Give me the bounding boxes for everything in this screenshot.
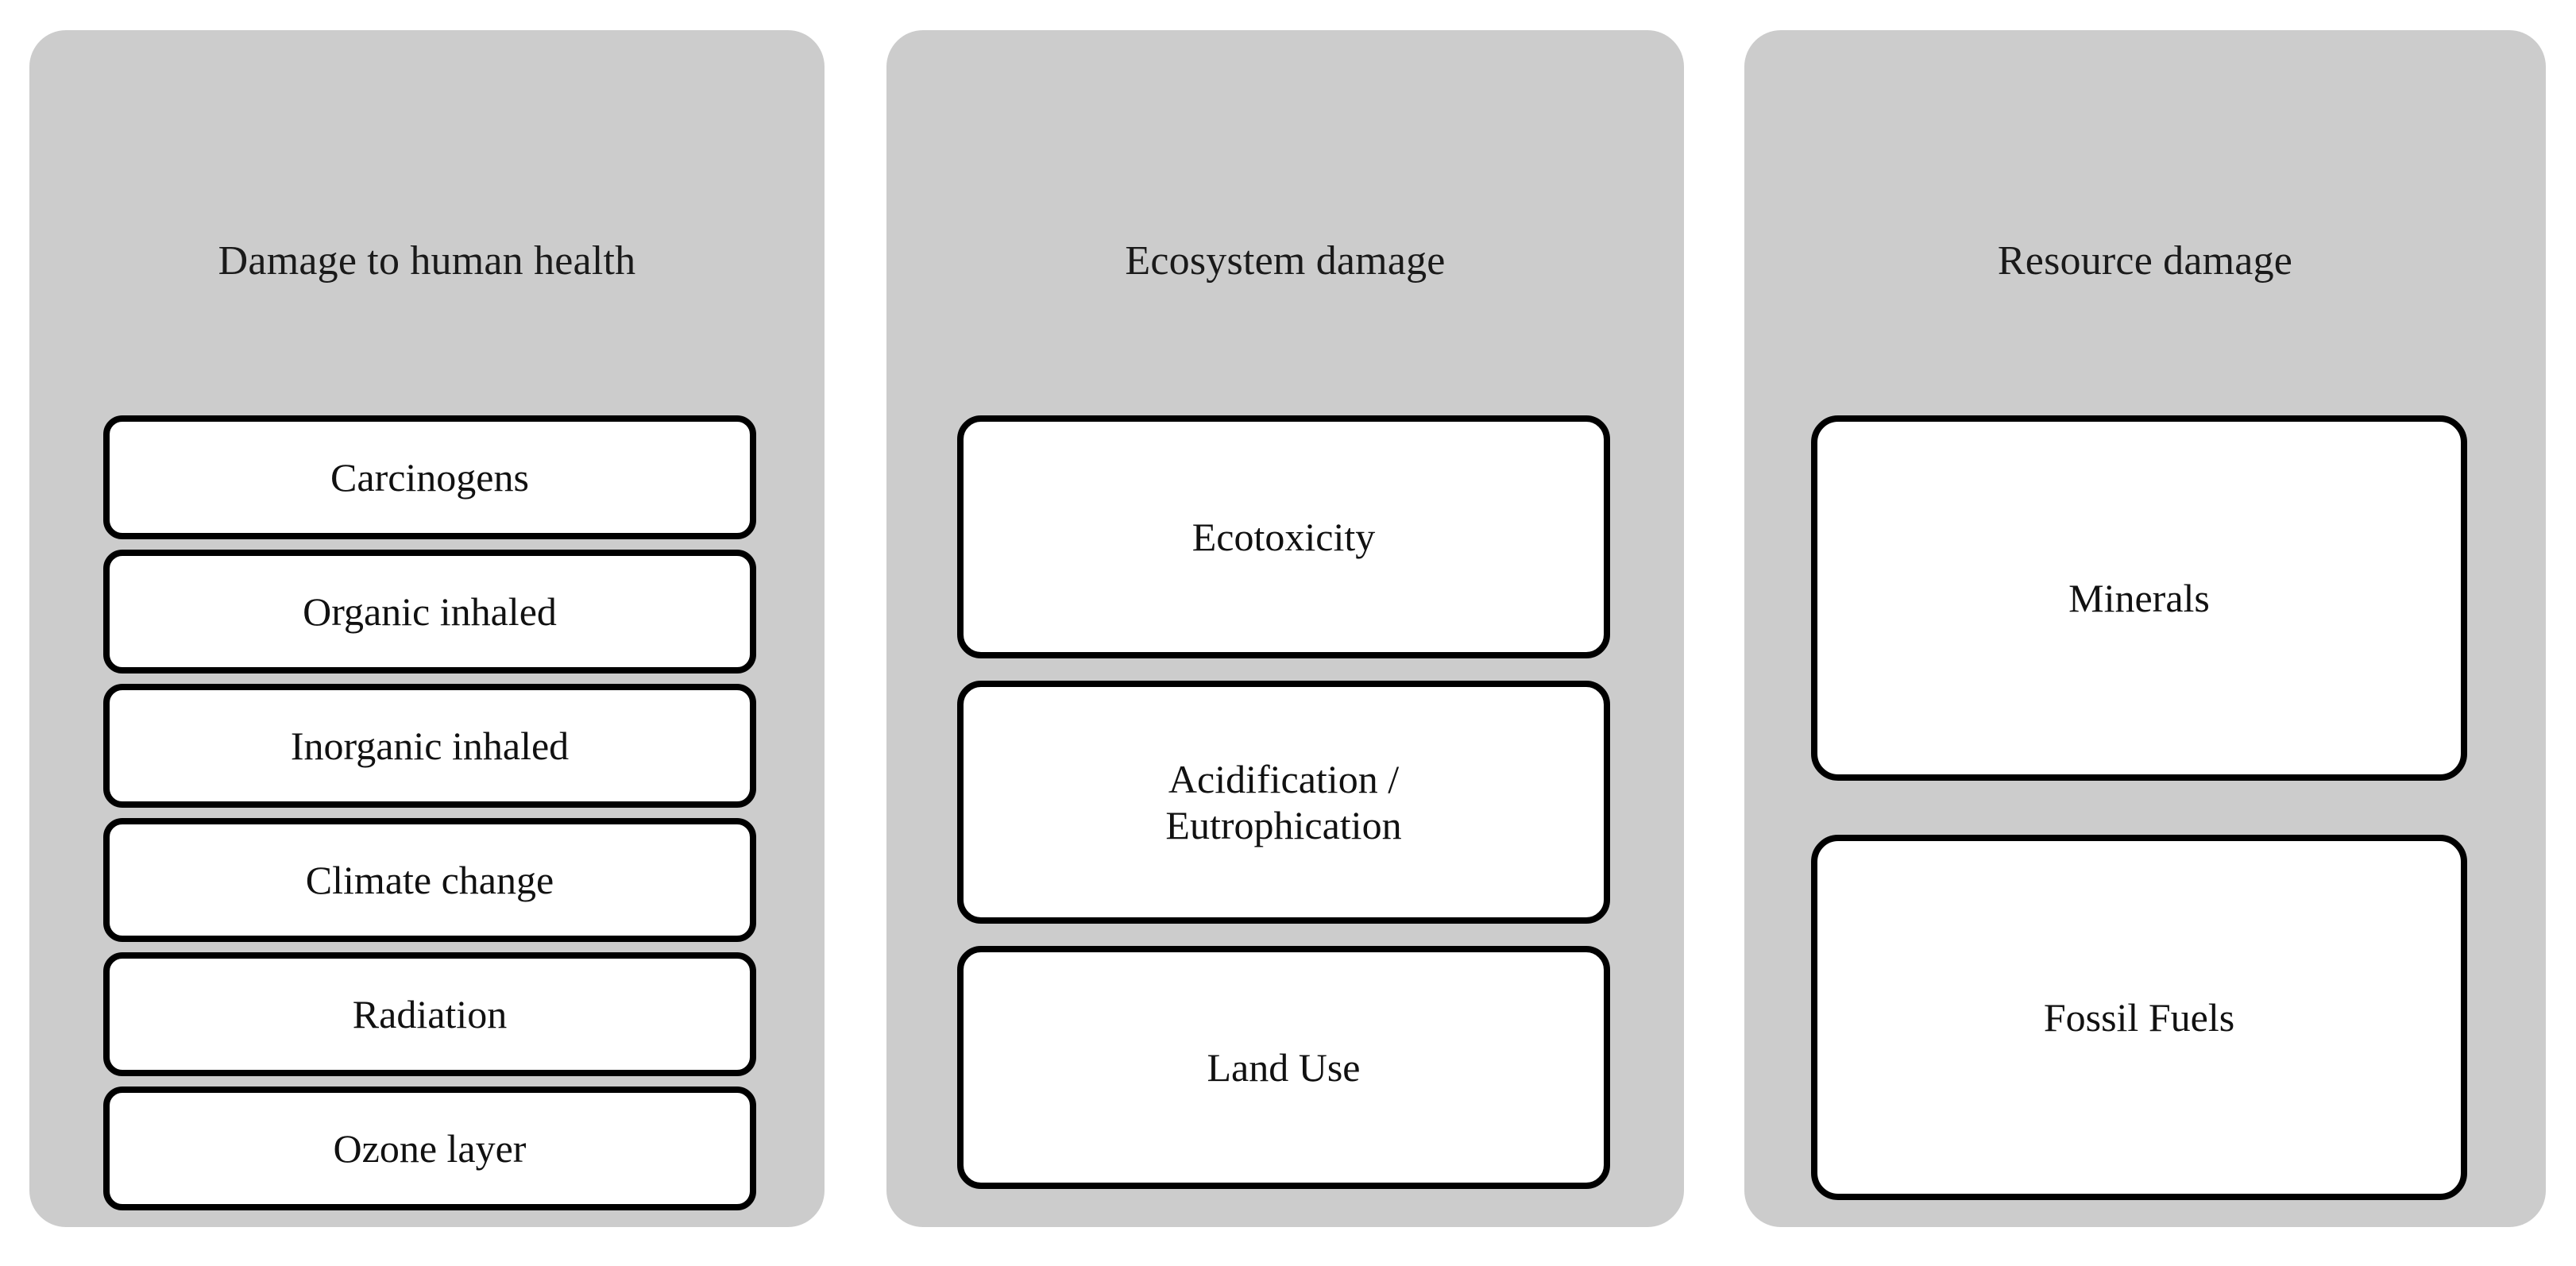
category-box-label: Land Use: [1207, 1045, 1361, 1090]
panel-title-resource-damage: Resource damage: [1997, 238, 2293, 284]
category-box-label: Carcinogens: [330, 455, 529, 500]
category-box-acidification-eutrophication[interactable]: Acidification / Eutrophication: [957, 681, 1610, 924]
category-box-stack-resource: Minerals Fossil Fuels: [1811, 415, 2467, 1200]
category-box-carcinogens[interactable]: Carcinogens: [103, 415, 756, 539]
category-box-label: Inorganic inhaled: [290, 724, 570, 768]
category-box-land-use[interactable]: Land Use: [957, 946, 1610, 1189]
category-box-organic-inhaled[interactable]: Organic inhaled: [103, 550, 756, 674]
category-box-ozone-layer[interactable]: Ozone layer: [103, 1087, 756, 1210]
panel-title-ecosystem-damage: Ecosystem damage: [1125, 238, 1446, 284]
category-box-stack-ecosystem: Ecotoxicity Acidification / Eutrophicati…: [957, 415, 1610, 1189]
category-box-label: Minerals: [2068, 576, 2210, 620]
category-box-ecotoxicity[interactable]: Ecotoxicity: [957, 415, 1610, 658]
panel-resource-damage: Resource damage Minerals Fossil Fuels: [1744, 30, 2546, 1227]
category-box-label: Acidification / Eutrophication: [1165, 757, 1402, 847]
category-box-label: Climate change: [305, 858, 554, 902]
category-box-fossil-fuels[interactable]: Fossil Fuels: [1811, 835, 2467, 1200]
category-box-label: Ecotoxicity: [1191, 515, 1376, 559]
category-box-label: Organic inhaled: [303, 589, 557, 634]
category-box-inorganic-inhaled[interactable]: Inorganic inhaled: [103, 684, 756, 808]
panel-damage-to-human-health: Damage to human health Carcinogens Organ…: [29, 30, 825, 1227]
panel-ecosystem-damage: Ecosystem damage Ecotoxicity Acidificati…: [886, 30, 1684, 1227]
panel-title-damage-to-human-health: Damage to human health: [218, 238, 636, 284]
category-box-label: Fossil Fuels: [2043, 995, 2235, 1040]
category-box-label: Radiation: [352, 992, 508, 1036]
category-box-stack-human-health: Carcinogens Organic inhaled Inorganic in…: [103, 415, 756, 1210]
category-box-radiation[interactable]: Radiation: [103, 952, 756, 1076]
category-box-climate-change[interactable]: Climate change: [103, 818, 756, 942]
category-box-minerals[interactable]: Minerals: [1811, 415, 2467, 781]
category-box-label: Ozone layer: [333, 1126, 527, 1171]
